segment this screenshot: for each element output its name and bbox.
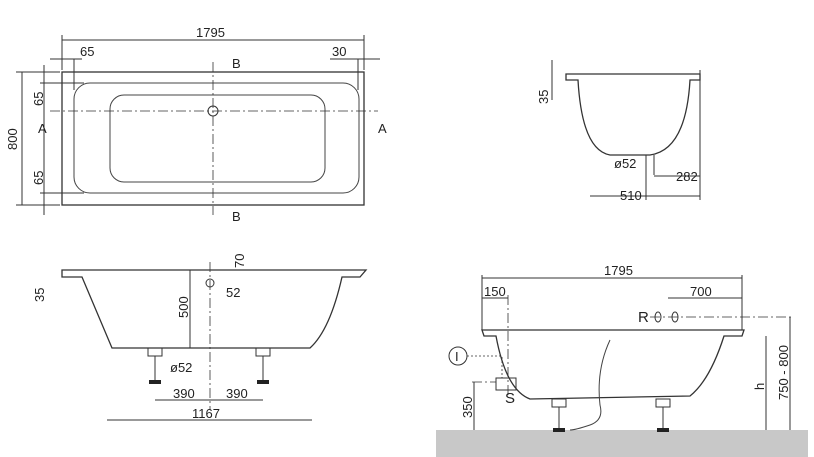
dim-right-offset: 30 — [332, 44, 346, 59]
siphon-label: S — [505, 390, 515, 407]
dim-install-length: 1795 — [604, 263, 633, 278]
dim-drain-diameter: ø52 — [614, 156, 636, 171]
dim-inlet-offset: 150 — [484, 284, 506, 299]
section-a-left: A — [38, 121, 47, 136]
top-view: 1795 65 30 B B A A 65 65 800 — [5, 25, 387, 224]
dim-drain-diameter-side: ø52 — [170, 360, 192, 375]
dim-rim-height: 35 — [536, 90, 551, 104]
section-a-right: A — [378, 121, 387, 136]
dim-bottom-length: 1167 — [192, 406, 220, 421]
dim-width: 800 — [5, 128, 20, 150]
dim-leg-left: 390 — [173, 386, 195, 401]
dim-overflow-drain: 52 — [226, 285, 240, 300]
installation-view: 1795 150 700 R I S 350 h 750 - 800 — [436, 263, 808, 457]
dim-rim-bottom: 65 — [31, 171, 46, 185]
section-b-bottom: B — [232, 209, 241, 224]
floor — [436, 430, 808, 457]
dim-depth: 500 — [176, 296, 191, 318]
side-section-view: 70 35 500 52 ø52 390 390 1167 — [32, 254, 368, 421]
dim-rim-top: 65 — [31, 92, 46, 106]
end-section-view: 35 ø52 282 510 — [536, 60, 701, 203]
dim-tap-offset: 700 — [690, 284, 712, 299]
dim-overflow-offset: 70 — [232, 254, 247, 268]
dim-leg-right: 390 — [226, 386, 248, 401]
dim-length: 1795 — [196, 25, 225, 40]
section-b-top: B — [232, 56, 241, 71]
tap-label: R — [638, 309, 649, 326]
dim-bottom-width: 510 — [620, 188, 642, 203]
dim-rim-height-side: 35 — [32, 288, 47, 302]
height-label: h — [752, 383, 767, 390]
dim-drain-offset: 282 — [676, 169, 698, 184]
dim-siphon-height: 350 — [460, 396, 475, 418]
dim-left-offset: 65 — [80, 44, 94, 59]
dim-height-range: 750 - 800 — [776, 345, 791, 400]
inlet-label: I — [455, 349, 459, 364]
